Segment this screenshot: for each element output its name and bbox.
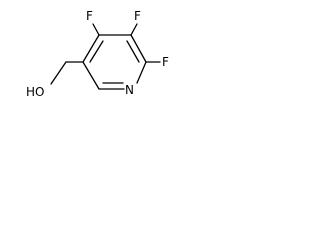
bond-c4-c3: [82, 34, 100, 63]
double-bond-c4-c3: [89, 40, 104, 63]
nitrogen-label: N: [125, 83, 134, 97]
structure-diagram: F F F N HO: [26, 9, 169, 99]
fluorine-label-right: F: [162, 55, 169, 69]
bond-c6-c5: [130, 34, 147, 63]
bond-n1-c6: [136, 61, 147, 84]
fluorine-label-top-left: F: [86, 9, 93, 23]
bond-c4-f: [92, 23, 100, 36]
fluorine-label-top-right: F: [134, 9, 141, 23]
bond-c3-c2: [82, 61, 100, 90]
bond-c5-f: [130, 23, 138, 36]
double-bond-c6-c5: [126, 40, 140, 63]
bond-ch2-o: [50, 61, 67, 85]
hydroxyl-label: HO: [26, 85, 44, 99]
